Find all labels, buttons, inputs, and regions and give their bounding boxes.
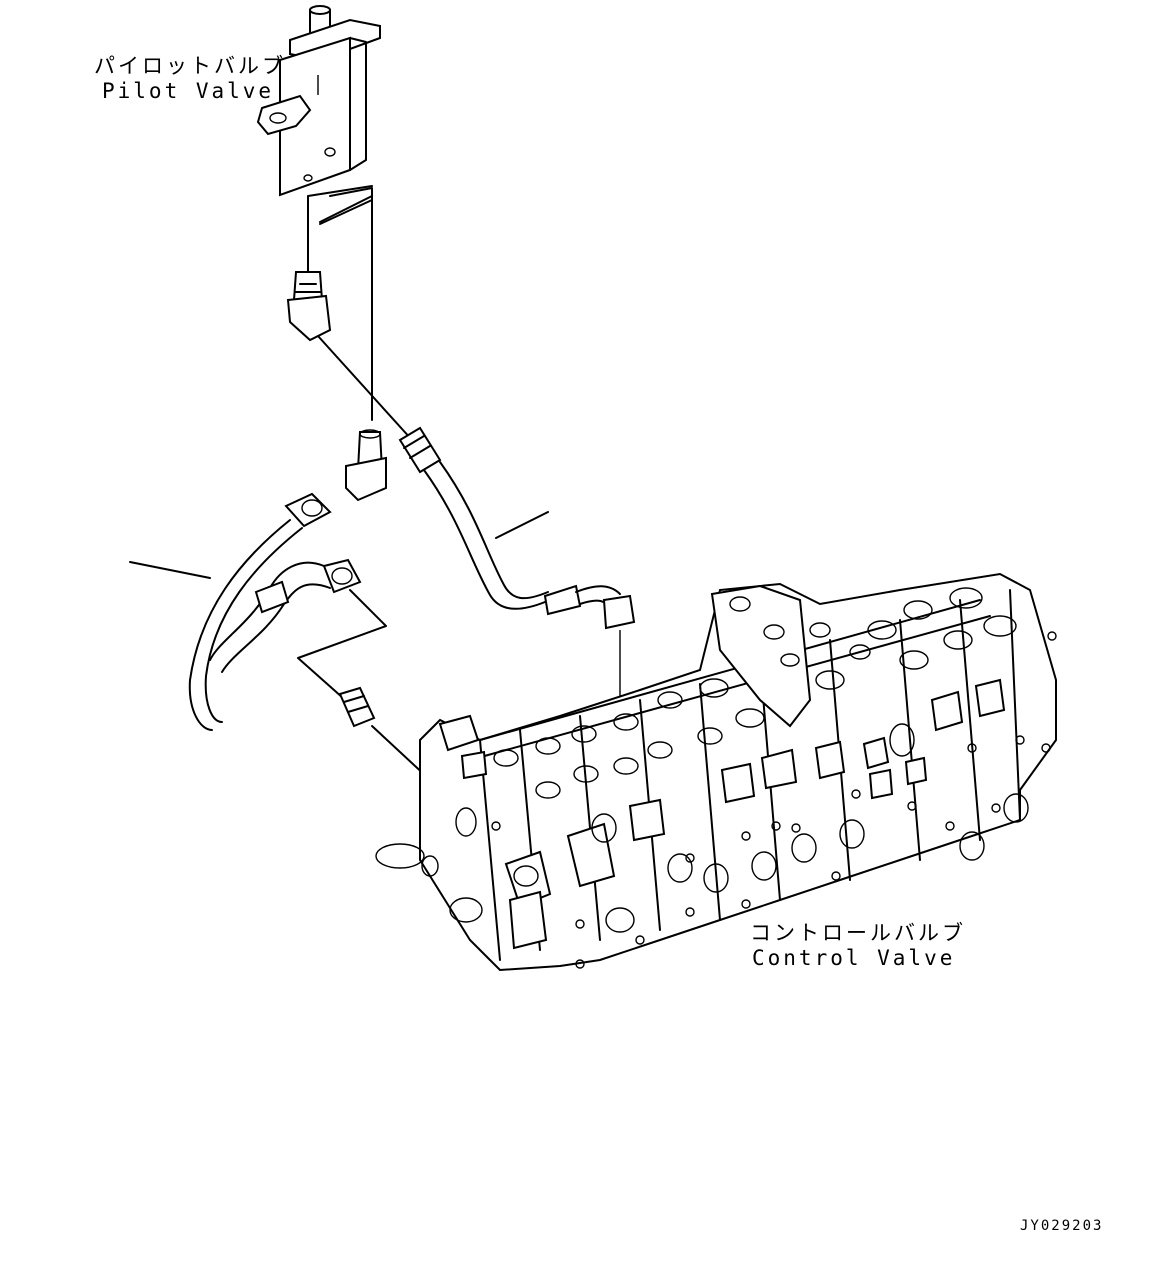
- elbow-fitting-middle: [345, 429, 387, 502]
- pilot-valve-label-en: Pilot Valve: [102, 79, 275, 103]
- control-valve-label-jp: コントロールバルブ: [750, 921, 966, 945]
- elbow-fitting-upper: [286, 271, 332, 342]
- pilot-valve: [256, 5, 381, 197]
- drawing-code: JY029203: [1020, 1218, 1104, 1234]
- hose-left: [129, 492, 362, 731]
- hose-right: [398, 426, 636, 905]
- control-valve: [375, 572, 1057, 972]
- control-valve-label-en: Control Valve: [752, 946, 956, 970]
- pilot-valve-label-jp: パイロットバルブ: [94, 54, 286, 78]
- straight-fitting: [338, 686, 376, 728]
